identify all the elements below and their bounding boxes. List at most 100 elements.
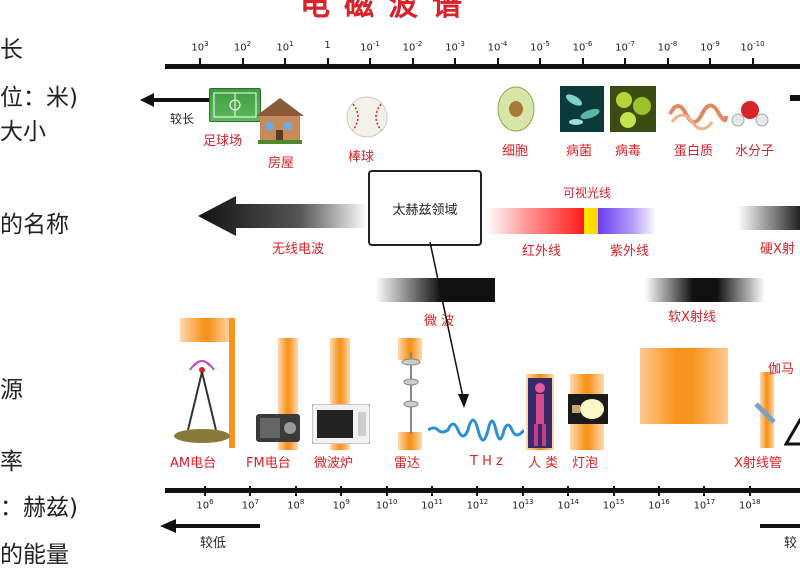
xray-orange-block [640,348,728,424]
source-label-radar: 雷达 [394,456,421,471]
top-right-arrow-stub [790,95,800,101]
bottom-axis-tick-mark [476,486,479,496]
virus-icon [610,86,656,132]
top-axis-line [165,64,800,69]
top-axis-tick-mark [709,58,711,68]
top-axis-tick-label: 10-8 [657,40,678,54]
bottom-axis-tick-mark [567,486,570,496]
bottom-axis-tick-mark [521,486,524,496]
bottom-axis-tick-mark [431,486,433,496]
size-label-house: 房屋 [268,156,295,171]
left-label-name: 的名称 [0,212,69,238]
gamma-warning-icon [783,417,800,450]
top-axis-tick-label: 10-6 [572,40,593,54]
source-label-fm: FM电台 [246,456,291,471]
xray-tube-icon [754,402,776,428]
bottom-axis-tick-label: 1011 [421,498,443,512]
top-axis-tick-mark [666,58,669,68]
bottom-axis-tick-label: 1010 [375,498,398,512]
visible-band [584,208,598,234]
bottom-axis-tick-label: 108 [287,498,305,512]
radar-orange-bar-bottom [398,432,422,450]
bottom-axis-tick-label: 1013 [511,498,534,512]
top-axis-tick-mark [411,58,414,68]
bottom-axis-tick-label: 1017 [693,498,716,512]
left-label-source: 源 [0,377,23,403]
size-label-bacteria: 病菌 [566,144,593,159]
source-label-am: AM电台 [170,456,217,471]
source-label-human: 人 类 [528,456,559,471]
top-axis-tick-mark [751,58,754,68]
xray-tube-orange-bar [760,372,774,448]
bottom-axis-tick-mark [703,486,706,496]
football-field-icon [209,88,261,122]
bottom-axis-tick-label: 109 [332,498,350,512]
top-axis-tick-label: 10-1 [360,40,380,54]
label-visible-light: 可视光线 [563,186,612,200]
bottom-axis-tick-label: 1018 [738,498,761,512]
left-label-energy: 的能量 [0,542,69,568]
top-axis-tick-label: 10-10 [740,40,765,54]
bottom-axis-tick-label: 1014 [557,498,580,512]
bottom-axis-tick-label: 1012 [466,498,489,512]
cell-icon [494,84,538,138]
label-soft-xray: 软X射线 [668,310,716,325]
size-label-football-field: 足球场 [203,134,243,149]
bottom-axis-tick-mark [204,486,206,496]
top-axis-tick-label: 1 [324,40,331,51]
left-label-unit-meter: 位：米) [0,85,78,111]
bottom-axis-tick-mark [612,486,615,496]
source-label-thz: T H z [470,454,503,469]
top-axis-tick-label: 10-7 [615,40,635,54]
label-radio-wave: 无线电波 [272,242,325,257]
top-axis-tick-mark [284,58,286,68]
soft-xray-band [645,278,765,302]
label-ultraviolet: 紫外线 [610,244,650,259]
top-left-arrow [140,92,210,112]
radar-orange-bar-top [398,338,422,360]
size-label-protein: 蛋白质 [674,144,714,159]
size-label-baseball: 棒球 [348,150,375,165]
terahertz-box-label: 太赫兹领域 [392,202,458,218]
am-orange-bar-short [180,318,232,342]
bottom-axis-tick-mark [658,486,660,496]
top-axis-tick-mark [624,58,626,68]
bottom-axis-tick-label: 1016 [648,498,670,512]
top-axis-tick-label: 10-9 [700,40,720,54]
top-axis-tick-label: 102 [233,40,252,54]
am-tower-icon [172,352,232,448]
title: 电磁波谱 [300,0,476,23]
top-axis-tick-label: 101 [276,40,294,54]
light-bulb-icon [568,394,608,428]
fm-radio-icon [256,410,300,448]
top-axis-tick-mark [326,58,329,68]
top-axis-tick-label: 10-4 [487,40,508,54]
left-label-wavelength: 长 [0,37,23,63]
terahertz-pointer [420,241,480,416]
top-axis-tick-label: 10-3 [445,40,465,54]
bottom-right-arrow-label: 较 [784,536,798,551]
top-axis-tick-mark [454,58,456,68]
bottom-left-arrow-label: 较低 [200,536,227,551]
infrared-band [486,208,584,234]
source-label-microwave-oven: 微波炉 [314,456,354,471]
top-axis-tick-label: 103 [191,40,209,54]
source-label-xray-tube: X射线管 [734,456,782,471]
microwave-oven-icon [311,403,371,448]
terahertz-wave-icon [427,408,526,456]
top-axis-tick-mark [199,58,201,68]
bottom-axis-tick-mark [340,486,343,496]
top-axis-tick-label: 10-2 [402,40,423,54]
size-label-virus: 病毒 [615,144,642,159]
bacteria-icon [560,86,604,132]
left-label-size: 大小 [0,119,46,145]
label-infrared: 红外线 [522,244,562,259]
top-axis-tick-mark [369,58,371,68]
top-axis-tick-label: 10-5 [530,40,550,54]
top-axis-tick-mark [539,58,541,68]
source-label-gamma: 伽马 [768,362,795,377]
bottom-axis-tick-mark [249,486,252,496]
am-orange-bar-thin [229,318,235,448]
house-icon [252,96,308,150]
bottom-axis-tick-mark [748,486,751,496]
